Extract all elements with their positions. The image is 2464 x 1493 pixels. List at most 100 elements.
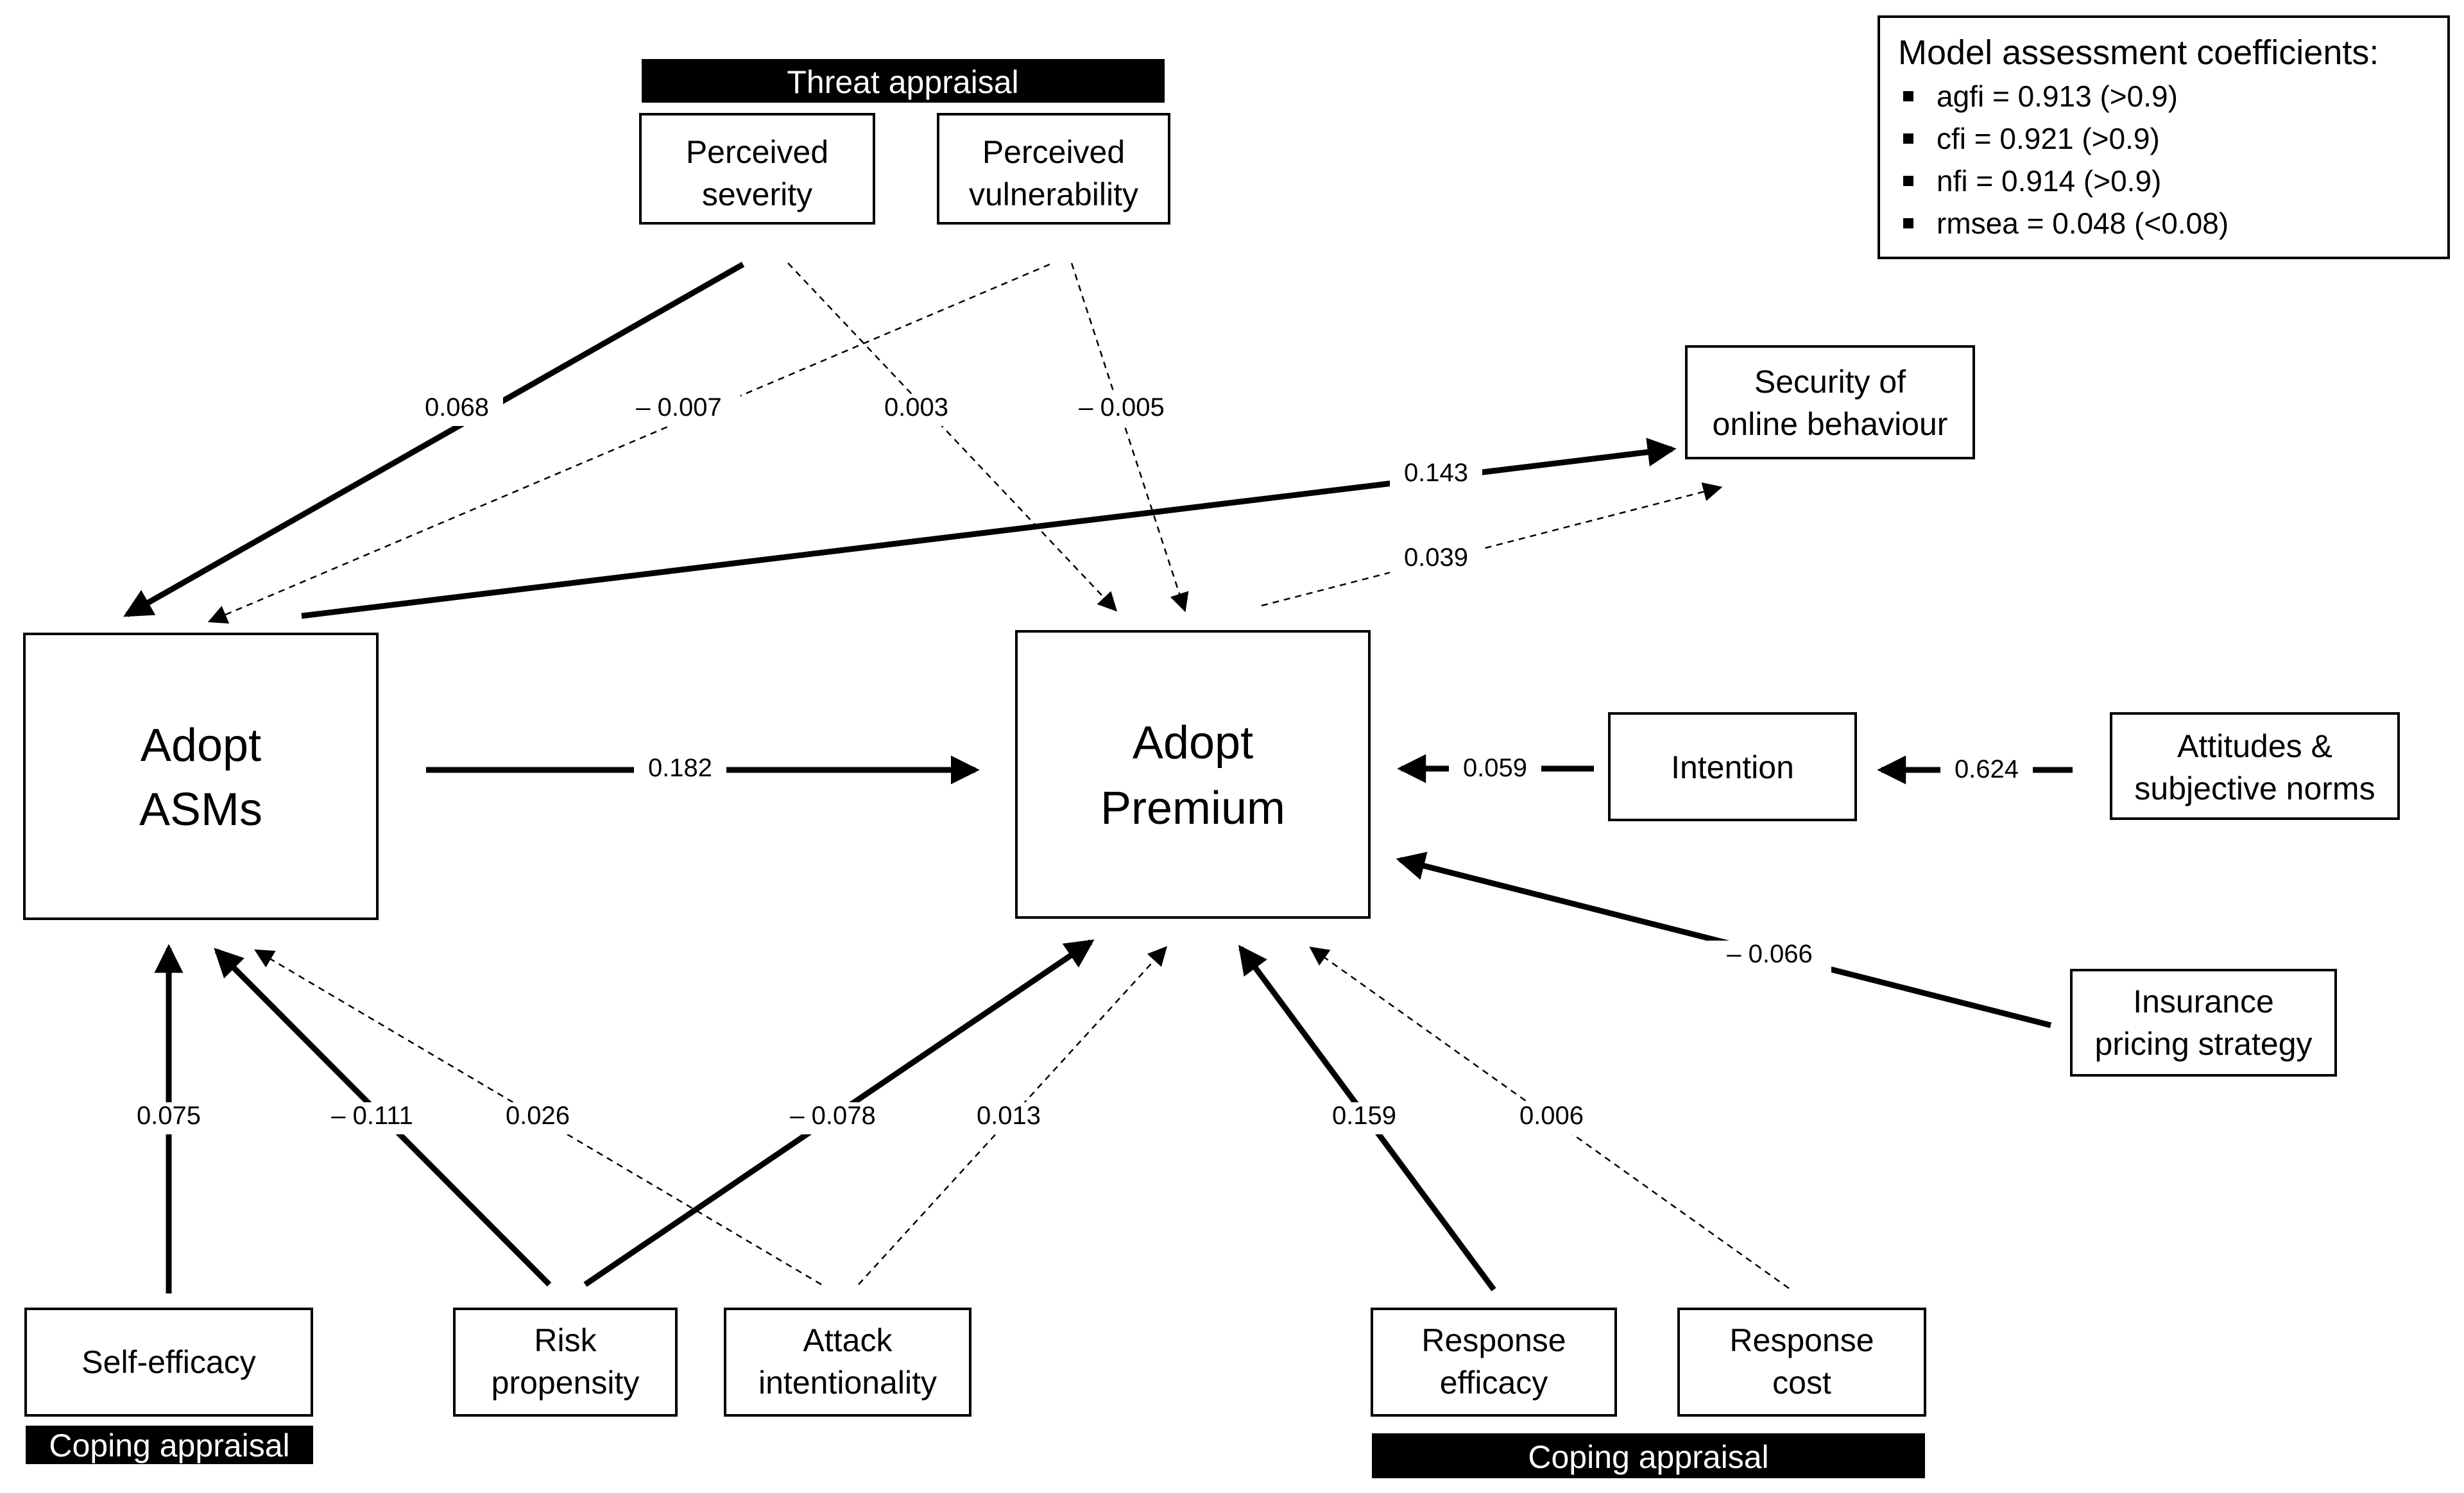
svg-text:Perceived: Perceived xyxy=(686,134,828,170)
path-arrow-severity-asms: 0.068 xyxy=(123,262,745,617)
insurance-pricing-strategy-node: Insurance pricing strategy xyxy=(2070,969,2337,1077)
svg-text:intentionality: intentionality xyxy=(758,1365,937,1401)
security-online-behaviour-node: Security of online behaviour xyxy=(1685,345,1975,459)
edges-layer: 0.068 – 0.007 0.003– 0.005 0.143 0.039 0.182 0… xyxy=(123,262,2073,1293)
response-cost-node: Response cost xyxy=(1677,1308,1926,1417)
path-arrow-risk-asms: – 0.111 xyxy=(214,948,552,1287)
path-coefficient-label: 0.013 xyxy=(977,1102,1041,1130)
svg-text:Self-efficacy: Self-efficacy xyxy=(81,1344,255,1380)
edge-label-background xyxy=(492,1102,584,1134)
svg-text:Risk: Risk xyxy=(534,1322,597,1358)
edge-label-background xyxy=(1390,459,1482,491)
adopt-asms-node: Adopt ASMs xyxy=(23,633,379,920)
arrow-line xyxy=(1261,482,1723,607)
svg-text:online behaviour: online behaviour xyxy=(1713,406,1948,442)
edge-label-background xyxy=(123,1102,215,1134)
perceived-vulnerability-node: Perceived vulnerability xyxy=(937,113,1170,225)
threat-appraisal-band: Threat appraisal xyxy=(642,59,1165,103)
svg-text:ASMs: ASMs xyxy=(139,784,262,835)
svg-text:Perceived: Perceived xyxy=(982,134,1125,170)
svg-text:pricing strategy: pricing strategy xyxy=(2094,1026,2312,1062)
svg-text:Adopt: Adopt xyxy=(141,720,261,771)
svg-text:subjective norms: subjective norms xyxy=(2134,771,2375,806)
legend-item: nfi = 0.914 (>0.9) xyxy=(1937,164,2161,198)
path-arrow-intention-premium: 0.059 xyxy=(1397,754,1594,787)
path-coefficient-label: 0.059 xyxy=(1463,754,1527,782)
intention-node: Intention xyxy=(1608,712,1857,821)
response-efficacy-node: Response efficacy xyxy=(1371,1308,1617,1417)
edge-label-background xyxy=(870,394,963,426)
arrow-line xyxy=(1070,262,1189,613)
path-arrow-pricing-premium: – 0.066 xyxy=(1396,851,2052,1028)
edge-label-background xyxy=(963,1102,1055,1134)
svg-text:Response: Response xyxy=(1729,1322,1874,1358)
path-coefficient-label: – 0.111 xyxy=(331,1102,413,1130)
path-coefficient-label: 0.075 xyxy=(137,1102,201,1130)
arrow-line xyxy=(123,262,745,617)
model-assessment-legend: Model assessment coefficients: agfi = 0.… xyxy=(1878,15,2450,259)
edge-label-background xyxy=(411,394,503,426)
arrow-line xyxy=(207,263,1050,624)
svg-text:severity: severity xyxy=(702,176,812,212)
legend-item: cfi = 0.921 (>0.9) xyxy=(1937,122,2160,155)
svg-text:vulnerability: vulnerability xyxy=(969,176,1138,212)
path-coefficient-label: – 0.007 xyxy=(636,393,721,422)
svg-text:Coping appraisal: Coping appraisal xyxy=(49,1428,289,1463)
edge-label-background xyxy=(1390,544,1482,576)
path-coefficient-label: – 0.066 xyxy=(1727,940,1812,968)
path-arrow-severity-premium: 0.003 xyxy=(787,262,1118,612)
svg-text:cost: cost xyxy=(1772,1365,1831,1401)
path-arrow-vulnerability-premium: – 0.005 xyxy=(1060,262,1189,613)
path-coefficient-label: 0.182 xyxy=(648,754,712,782)
coping-appraisal-band-right: Coping appraisal xyxy=(1372,1433,1925,1478)
path-coefficient-label: 0.006 xyxy=(1519,1102,1584,1130)
path-coefficient-label: 0.026 xyxy=(506,1102,570,1130)
legend-item: agfi = 0.913 (>0.9) xyxy=(1937,80,2178,113)
path-coefficient-label: 0.068 xyxy=(425,393,489,422)
edge-label-background xyxy=(311,1102,434,1134)
path-coefficient-label: 0.143 xyxy=(1404,459,1468,487)
svg-text:Insurance: Insurance xyxy=(2133,984,2274,1020)
path-coefficient-label: 0.159 xyxy=(1332,1102,1396,1130)
risk-propensity-node: Risk propensity xyxy=(453,1308,678,1417)
path-arrow-asms-premium: 0.182 xyxy=(426,754,980,787)
edge-label-background xyxy=(1940,756,2033,788)
edge-label-background xyxy=(634,755,726,787)
legend-title: Model assessment coefficients: xyxy=(1898,33,2379,72)
path-arrow-vulnerability-asms: – 0.007 xyxy=(207,263,1050,624)
edge-label-background xyxy=(617,394,740,426)
edge-label-background xyxy=(771,1102,894,1134)
path-arrow-respcost-premium: 0.006 xyxy=(1309,946,1790,1290)
svg-text:Coping appraisal: Coping appraisal xyxy=(1528,1439,1768,1475)
edge-label-background xyxy=(1318,1102,1410,1134)
arrow-line xyxy=(787,262,1118,612)
legend-item: rmsea = 0.048 (<0.08) xyxy=(1937,207,2229,240)
path-arrow-attack-asms: 0.026 xyxy=(254,949,822,1286)
svg-text:Adopt: Adopt xyxy=(1133,717,1253,769)
path-coefficient-label: 0.624 xyxy=(1955,755,2019,783)
threat-appraisal-label: Threat appraisal xyxy=(787,64,1018,100)
attitudes-subjective-norms-node: Attitudes & subjective norms xyxy=(2110,712,2400,820)
svg-text:propensity: propensity xyxy=(492,1365,640,1401)
path-coefficient-label: – 0.005 xyxy=(1079,393,1164,422)
svg-text:Security of: Security of xyxy=(1754,364,1906,400)
path-coefficient-label: 0.039 xyxy=(1404,543,1468,572)
svg-text:efficacy: efficacy xyxy=(1440,1365,1548,1401)
svg-text:Premium: Premium xyxy=(1100,783,1285,834)
coping-appraisal-band-left: Coping appraisal xyxy=(26,1426,313,1464)
path-coefficient-label: – 0.078 xyxy=(790,1102,875,1130)
path-arrow-asms-security: 0.143 xyxy=(301,438,1677,619)
path-arrow-attitudes-intention: 0.624 xyxy=(1877,755,2073,788)
svg-text:Intention: Intention xyxy=(1671,749,1794,785)
edge-label-background xyxy=(1449,755,1541,787)
edge-label-background xyxy=(1505,1102,1598,1134)
edge-label-background xyxy=(1060,394,1183,426)
adopt-premium-node: Adopt Premium xyxy=(1015,630,1371,919)
path-arrow-selfefficacy-asms: 0.075 xyxy=(123,944,215,1293)
perceived-severity-node: Perceived severity xyxy=(639,113,875,225)
path-arrow-attack-premium: 0.013 xyxy=(858,946,1168,1285)
attack-intentionality-node: Attack intentionality xyxy=(724,1308,971,1417)
edge-label-background xyxy=(1708,941,1831,973)
svg-text:Attack: Attack xyxy=(803,1322,893,1358)
